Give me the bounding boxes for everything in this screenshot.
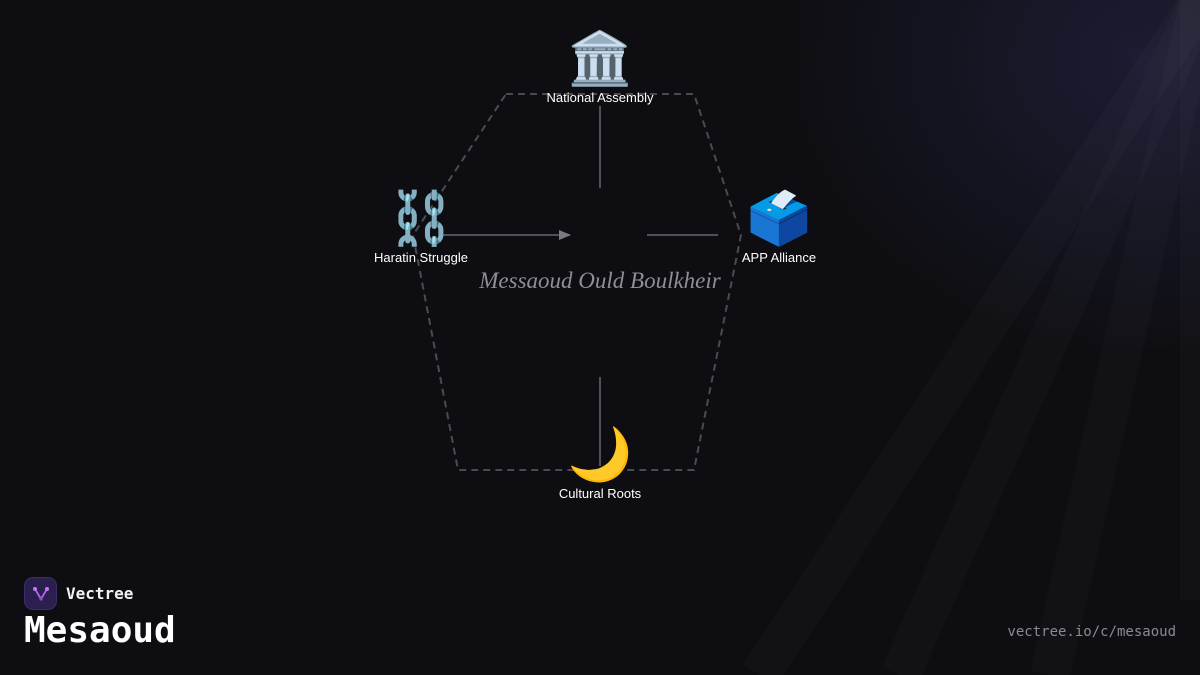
page-title: Mesaoud (24, 610, 176, 651)
node-label: Cultural Roots (558, 486, 642, 501)
brand-name: Vectree (66, 584, 134, 603)
page-url[interactable]: vectree.io/c/mesaoud (1007, 624, 1176, 640)
vectree-logo-icon (24, 577, 57, 610)
brand[interactable]: Vectree (24, 577, 133, 610)
chains-icon: ⛓️ (388, 189, 454, 249)
node-label: National Assembly (546, 90, 654, 105)
node-app-alliance: 🗳️ APP Alliance (699, 190, 859, 265)
crescent-moon-icon: 🌙 (567, 425, 633, 485)
classical-building-icon: 🏛️ (567, 29, 633, 89)
boundary-hexagon (411, 93, 743, 471)
node-national-assembly: 🏛️ National Assembly (520, 30, 680, 105)
node-cultural-roots: 🌙 Cultural Roots (520, 426, 680, 501)
center-title: Messaoud Ould Boulkheir (479, 268, 721, 293)
ballot-box-icon: 🗳️ (746, 189, 812, 249)
node-label: Haratin Struggle (374, 250, 468, 265)
node-haratin-struggle: ⛓️ Haratin Struggle (341, 190, 501, 265)
node-label: APP Alliance (741, 250, 817, 265)
